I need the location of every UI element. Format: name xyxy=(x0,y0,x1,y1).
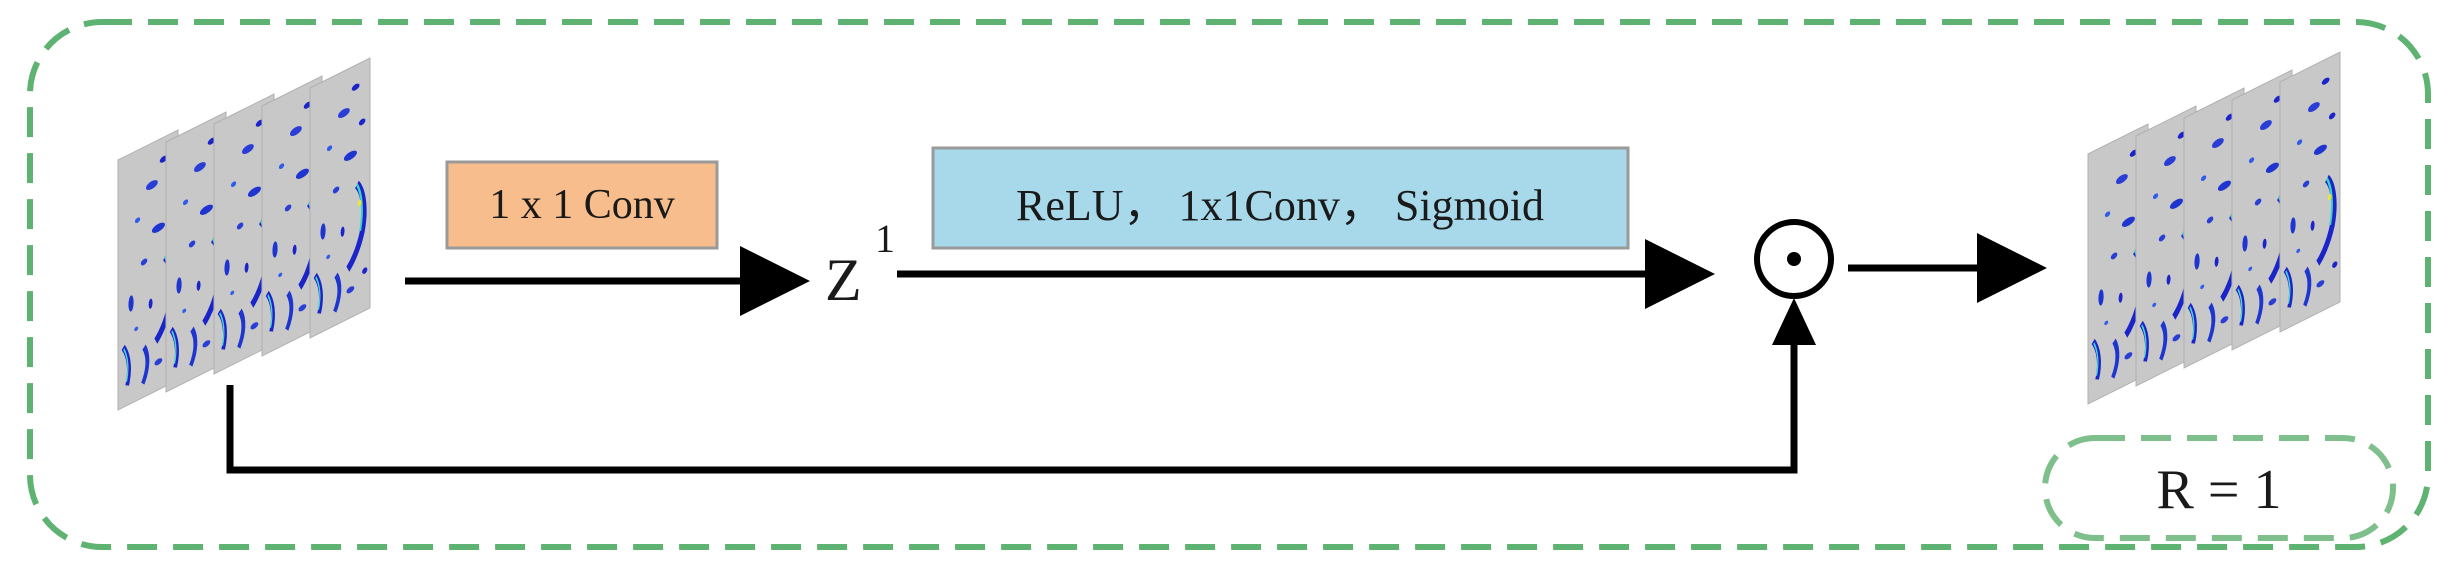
skip-connection-arrowhead xyxy=(1772,298,1816,345)
module-outer-border xyxy=(27,19,2431,550)
activation-box: ReLU， 1x1Conv， Sigmoid xyxy=(931,146,1630,250)
output-feature-maps xyxy=(2088,52,2340,404)
result-label-box: R = 1 xyxy=(2042,435,2396,541)
elementwise-product-operator xyxy=(1754,219,1834,299)
z1-base: Z xyxy=(825,247,862,313)
result-label: R = 1 xyxy=(2157,459,2282,521)
z1-label: Z 1 xyxy=(825,216,895,313)
conv-box-label: 1 x 1 Conv xyxy=(489,182,675,228)
conv-box: 1 x 1 Conv xyxy=(445,160,719,250)
activation-box-label: ReLU， 1x1Conv， Sigmoid xyxy=(1016,181,1544,230)
skip-connection-line xyxy=(226,318,1798,474)
z1-superscript: 1 xyxy=(875,216,895,261)
input-feature-maps xyxy=(118,58,370,410)
